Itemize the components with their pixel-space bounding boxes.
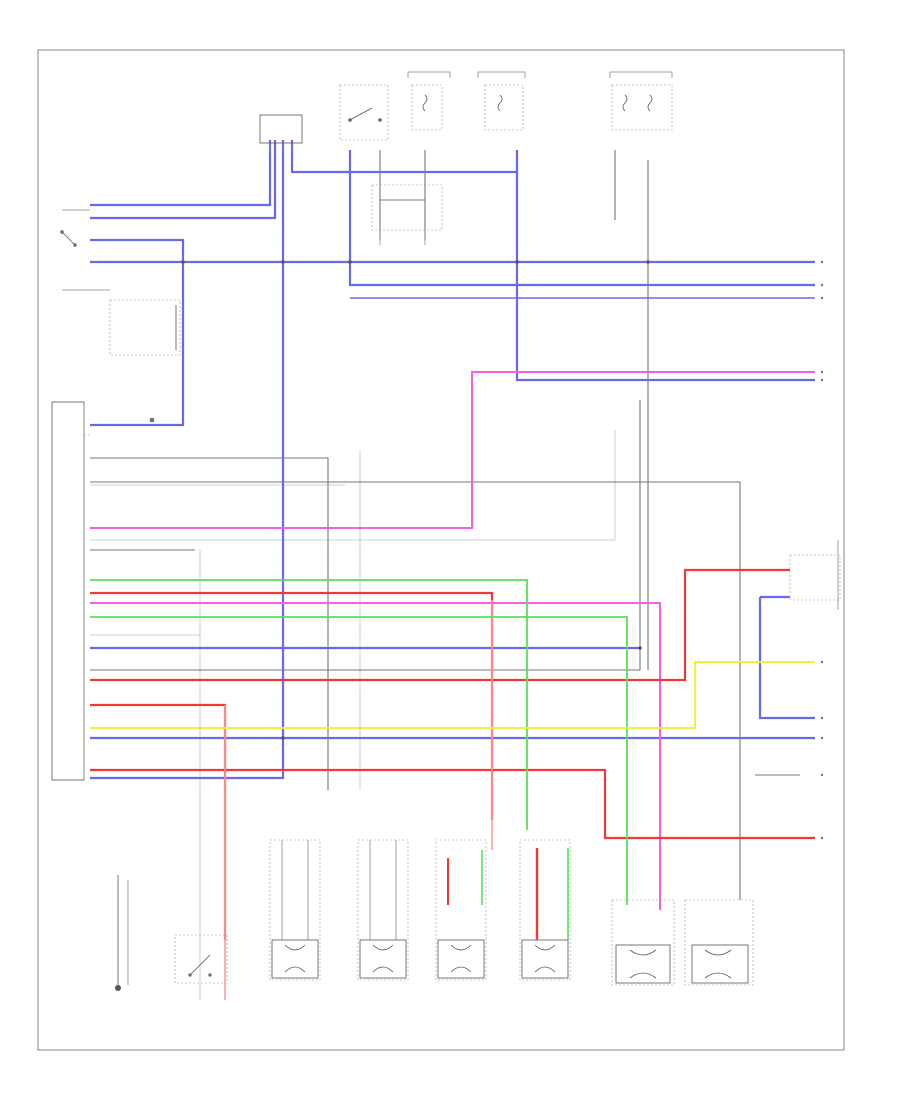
left-door-switch (259, 114, 303, 150)
left-rear-actuator (269, 839, 321, 981)
body-control-module (51, 401, 90, 781)
red-wires (90, 568, 815, 940)
left-front-door-switch (60, 209, 110, 291)
green-wires (90, 579, 628, 905)
light-gray-wires (90, 430, 616, 1000)
light-red-wires (224, 600, 493, 1000)
right-terminals (820, 260, 824, 840)
right-front-sensor (684, 899, 754, 986)
gray-wires (90, 150, 800, 900)
left-front-sensor (611, 899, 675, 986)
hot-at-all-times-a (407, 71, 451, 131)
left-front-tweeter (109, 299, 181, 423)
right-rear-actuator-2 (519, 839, 571, 981)
blue-wires (90, 140, 815, 780)
hot-in-run (609, 71, 673, 131)
left-rear-actuator-2 (357, 839, 409, 981)
brake-pedal-switch (174, 934, 228, 984)
hot-at-all-times-b (477, 71, 526, 131)
yellow-wires (90, 661, 815, 729)
diagram-frame (37, 49, 845, 1051)
instrument-panel-jb (371, 184, 443, 245)
ground (115, 875, 129, 991)
pink-wires (90, 371, 815, 910)
right-connector (789, 540, 841, 610)
splice-points (181, 260, 650, 740)
door-lock-switch (339, 84, 389, 141)
right-rear-actuator (435, 839, 487, 981)
